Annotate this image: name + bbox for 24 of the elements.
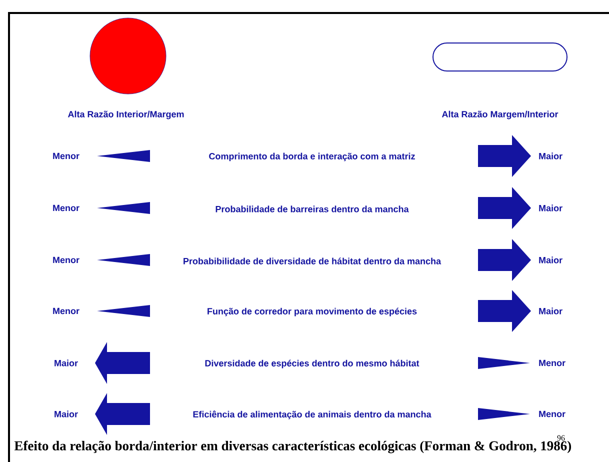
property-label: Diversidade de espécies dentro do mesmo hábitat — [205, 360, 420, 368]
row-label: Maior — [539, 152, 562, 160]
circle — [90, 18, 166, 94]
property-label: Comprimento da borda e interação com a matriz — [209, 152, 415, 162]
row-label: Menor — [53, 204, 80, 212]
row-label: Maior — [539, 204, 562, 212]
row-label: Maior — [54, 410, 78, 418]
page-number: 96 — [557, 435, 565, 441]
row-label: Menor — [53, 308, 80, 314]
heading: Alta Razão Interior/Margem — [68, 110, 184, 120]
property-label: Eficiência de alimentação de animais dentro da mancha — [193, 410, 432, 420]
rounded-box — [432, 42, 568, 72]
property-label: Função de corredor para movimento de espécies — [208, 308, 417, 316]
row-label: Menor — [539, 410, 566, 418]
row-label: Maior — [54, 360, 78, 366]
property-label: Probabibilidade de diversidade de hábitat dentro da mancha — [184, 258, 442, 264]
caption: Efeito da relação borda/interior em diversas características ecológicas (Forman & Godron, 1986) — [14, 440, 572, 454]
row-label: Maior — [539, 308, 562, 314]
property-label: Probabilidade de barreiras dentro da mancha — [216, 206, 409, 212]
row-label: Menor — [53, 256, 80, 264]
row-label: Menor — [53, 152, 80, 160]
row-label: Menor — [539, 360, 566, 366]
heading: Alta Razão Margem/Interior — [442, 110, 558, 120]
row-label: Maior — [539, 256, 562, 264]
